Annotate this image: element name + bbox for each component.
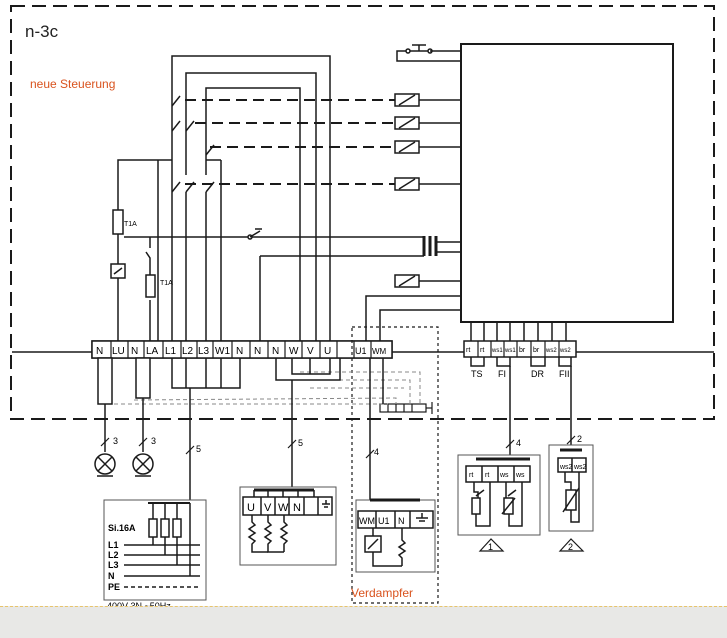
terminal-label: U1: [378, 516, 390, 526]
terminal-label: N: [96, 346, 103, 357]
terminal-label: N: [398, 516, 405, 526]
evaporator-block: [355, 498, 436, 573]
terminal-label: W1: [215, 346, 230, 357]
terminal-label: N: [293, 502, 301, 514]
supply-block: [103, 499, 207, 601]
terminal-label: W: [278, 502, 289, 514]
terminal-label: rt: [466, 347, 470, 354]
supply-labels: Si.16A L1 L2 L3 N PE: [108, 523, 136, 592]
terminal-label: U1: [355, 346, 367, 356]
fuse-branch: [110, 159, 158, 342]
fuse-label-1: T1A: [124, 221, 137, 228]
terminal-label: N: [272, 346, 279, 357]
ground-bar: [379, 402, 433, 414]
evaporator-terminal-labels: WM U1 N: [359, 516, 405, 526]
probe1-terminal-labels: rt rt ws ws: [469, 472, 525, 479]
terminal-label: rt: [469, 472, 473, 479]
sensor-label-ts: TS: [471, 369, 483, 379]
terminal-label: rt: [485, 472, 489, 479]
controller-terminal-labels: rt rt ws1 ws1 br br ws2 ws2: [466, 347, 571, 354]
footer-band: [0, 606, 727, 638]
terminal-label: WM: [359, 516, 375, 526]
main-terminal-block: [12, 340, 714, 359]
supply-line-label: L1: [108, 540, 119, 550]
terminal-label: LU: [112, 346, 125, 357]
enclosure-boundary: [10, 5, 715, 420]
wire-count: 3: [113, 436, 118, 446]
control-label: neue Steuerung: [30, 77, 115, 91]
terminal-label: ws1: [504, 348, 516, 354]
terminal-label: ws: [499, 472, 509, 479]
motor-block: [239, 486, 337, 566]
relay-coils: [394, 93, 420, 288]
terminal-label: U: [247, 502, 255, 514]
triangle-number: 2: [568, 542, 573, 552]
evaporator-boundary: [351, 326, 439, 604]
sensor-labels: TS FI DR FII: [471, 369, 570, 379]
terminal-label: L1: [165, 346, 177, 357]
relay-control-lines: [185, 99, 395, 185]
controller-terminal-block: [463, 340, 577, 358]
terminal-label: br: [533, 347, 540, 354]
wire-count: 5: [298, 438, 303, 448]
triangle-icon: [558, 538, 585, 552]
lamp-icon: [94, 453, 116, 477]
contactor-wiring: [157, 55, 331, 342]
coil-to-controller-lines: [419, 99, 461, 282]
terminal-label: LA: [146, 346, 159, 357]
supply-fuse-label: Si.16A: [108, 523, 136, 533]
ground-wires: [100, 371, 421, 405]
door-contact-symbol: [247, 228, 262, 240]
sensor-label-fi: FI: [498, 369, 506, 379]
push-button-symbol: [396, 44, 461, 62]
terminal-label: ws2: [545, 348, 557, 354]
terminal-label: N: [131, 346, 138, 357]
fuse-label-2: T1A: [160, 280, 173, 287]
sensor-label-fii: FII: [559, 369, 570, 379]
wire-count: 2: [577, 434, 582, 444]
sensor-jumpers: [470, 357, 572, 455]
wire-count: 3: [151, 436, 156, 446]
terminal-label: ws2: [573, 464, 587, 471]
terminal-label: V: [264, 502, 272, 514]
supply-line-label: PE: [108, 582, 120, 592]
motor-terminal-labels: U V W N: [247, 502, 301, 514]
terminal-label: WM: [372, 347, 387, 356]
triangle-number: 1: [488, 542, 493, 552]
terminal-label: L2: [182, 346, 194, 357]
triangle-icon: [478, 538, 505, 552]
model-label: n-3c: [25, 22, 59, 41]
terminal-label: ws: [515, 472, 525, 479]
terminal-label: N: [236, 346, 243, 357]
evaporator-label: Verdampfer: [351, 586, 413, 600]
probe2-terminal-labels: ws2 ws2: [559, 464, 587, 471]
sensor-label-dr: DR: [531, 369, 544, 379]
wire-count: 4: [516, 438, 521, 448]
wire-count: 5: [196, 444, 201, 454]
terminal-label: N: [254, 346, 261, 357]
supply-line-label: L3: [108, 560, 119, 570]
terminal-label: V: [307, 346, 314, 357]
probe-block-1: [457, 454, 541, 536]
supply-line-label: L2: [108, 550, 119, 560]
terminal-label: L3: [198, 346, 210, 357]
main-terminal-labels: N LU N LA L1 L2 L3 W1 N N N W V U U1 WM: [96, 346, 387, 357]
transformer-symbol: [124, 236, 461, 342]
lamp-icon: [132, 453, 154, 477]
terminal-label: W: [289, 346, 299, 357]
wire-count: 4: [374, 447, 379, 457]
wire-count-ticks: [100, 435, 576, 459]
terminal-label: ws1: [491, 348, 503, 354]
wire-count-labels: 3 3 5 5 4 4 2: [113, 434, 582, 457]
controller-box: [460, 43, 674, 323]
terminal-label: ws2: [559, 348, 571, 354]
terminal-label: U: [324, 346, 331, 357]
terminal-label: br: [519, 347, 526, 354]
cables-down: [97, 357, 384, 500]
supply-line-label: N: [108, 571, 115, 581]
terminal-label: ws2: [559, 464, 573, 471]
probe-block-2: [548, 444, 594, 532]
terminal-label: rt: [480, 347, 484, 354]
